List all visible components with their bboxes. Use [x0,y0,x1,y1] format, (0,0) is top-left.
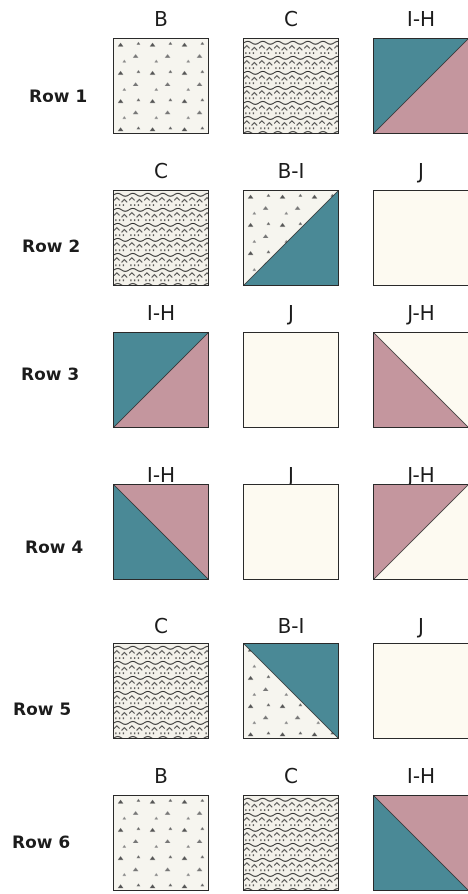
quilt-block [373,643,468,739]
solid-cream-square [374,191,468,285]
block-code-label: C [154,614,168,638]
row-label: Row 1 [29,87,88,107]
quilt-block [243,795,339,891]
block-code-label: J [418,159,424,183]
block-code-label: B [154,7,168,31]
printed-fabric-square [114,191,208,285]
quilt-block [243,643,339,739]
block-code-label: J-H [407,463,435,487]
quilt-block [113,643,209,739]
block-code-label: I-H [146,463,176,487]
quilt-block [373,484,468,580]
row-label: Row 5 [13,700,72,720]
row-label: Row 2 [22,237,81,257]
solid-cream-square [244,333,338,427]
quilt-block [243,38,339,134]
quilt-block [113,332,209,428]
row-label: Row 4 [25,538,84,558]
block-code-label: C [284,764,298,788]
quilt-block [243,190,339,286]
quilt-block [113,795,209,891]
row-label: Row 3 [21,365,80,385]
quilt-block [113,484,209,580]
quilt-block [113,38,209,134]
block-code-label: I-H [146,301,176,325]
block-code-label: B [154,764,168,788]
quilt-block [373,795,468,891]
block-code-label: I-H [406,7,436,31]
quilt-block [373,38,468,134]
printed-fabric-square [244,796,338,890]
printed-fabric-square [244,39,338,133]
block-code-label: C [284,7,298,31]
dotted-fabric-square [114,39,208,133]
row-label: Row 6 [12,833,71,853]
solid-cream-square [374,644,468,738]
dotted-fabric-square [114,796,208,890]
quilt-block [243,332,339,428]
quilt-block [113,190,209,286]
block-code-label: J-H [407,301,435,325]
block-code-label: J [288,463,294,487]
solid-cream-square [244,485,338,579]
block-code-label: J [418,614,424,638]
block-code-label: B-I [277,159,305,183]
printed-fabric-square [114,644,208,738]
block-code-label: C [154,159,168,183]
block-code-label: J [288,301,294,325]
quilt-block [373,190,468,286]
quilt-block [243,484,339,580]
quilt-block [373,332,468,428]
block-code-label: I-H [406,764,436,788]
block-code-label: B-I [277,614,305,638]
